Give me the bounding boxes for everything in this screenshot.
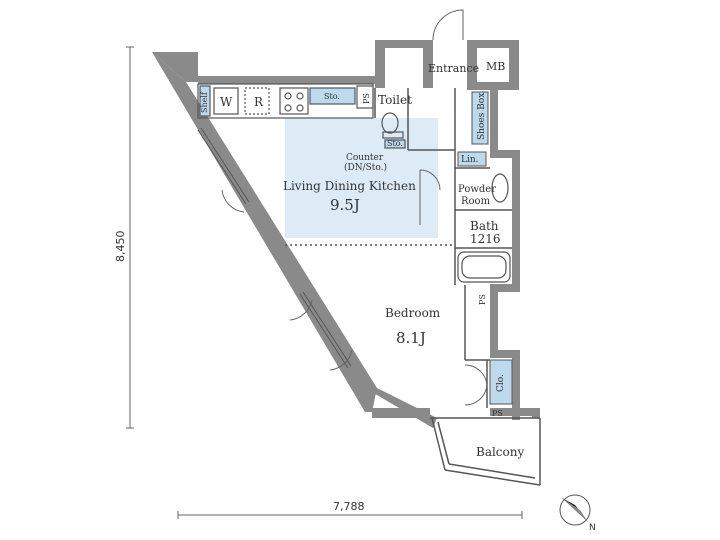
label-shelf: Shelf bbox=[200, 91, 209, 113]
label-entrance: Entrance bbox=[428, 62, 479, 75]
label-powder-room: Powder bbox=[458, 184, 496, 195]
label-powder-room-2: Room bbox=[461, 196, 491, 207]
label-counter-sub: (DN/Sto.) bbox=[344, 162, 387, 173]
label-sto-toilet: Sto. bbox=[387, 139, 403, 148]
label-sto-kitchen: Sto. bbox=[324, 92, 340, 101]
ldk-highlight bbox=[285, 118, 438, 238]
label-ps-top: PS bbox=[362, 93, 371, 104]
label-bath: Bath bbox=[470, 219, 499, 233]
label-counter: Counter bbox=[346, 153, 384, 163]
dimension-width: 7,788 bbox=[333, 500, 365, 513]
label-bedroom: Bedroom bbox=[385, 306, 441, 320]
partitions bbox=[285, 88, 541, 486]
label-lin: Lin. bbox=[461, 155, 479, 165]
doors bbox=[221, 9, 488, 406]
walls bbox=[152, 40, 540, 428]
label-ldk: Living Dining Kitchen bbox=[283, 179, 416, 193]
bath-fixtures bbox=[457, 173, 511, 283]
label-ps-mid: PS bbox=[478, 294, 487, 305]
compass-north-label: N bbox=[589, 523, 596, 533]
label-bedroom-size: 8.1J bbox=[396, 329, 426, 347]
label-w: W bbox=[220, 95, 233, 109]
label-balcony: Balcony bbox=[476, 445, 524, 459]
dimension-height: 8,450 bbox=[114, 231, 127, 263]
label-shoes-box: Shoes Box bbox=[477, 93, 487, 140]
linen-closet bbox=[457, 151, 487, 167]
label-ldk-size: 9.5J bbox=[330, 196, 360, 214]
label-r: R bbox=[254, 95, 264, 109]
label-ps-bottom: PS bbox=[492, 409, 503, 418]
label-clo: Clo. bbox=[496, 374, 506, 392]
dimension-lines bbox=[126, 46, 523, 519]
closet bbox=[489, 359, 513, 405]
shoes-box bbox=[471, 91, 489, 145]
toilet-fixture bbox=[381, 112, 406, 149]
windows bbox=[197, 127, 352, 369]
compass-icon bbox=[559, 494, 591, 526]
kitchen-counter bbox=[197, 83, 374, 119]
label-mb: MB bbox=[486, 60, 505, 73]
label-bath-size: 1216 bbox=[470, 232, 501, 246]
label-toilet: Toilet bbox=[378, 93, 412, 107]
